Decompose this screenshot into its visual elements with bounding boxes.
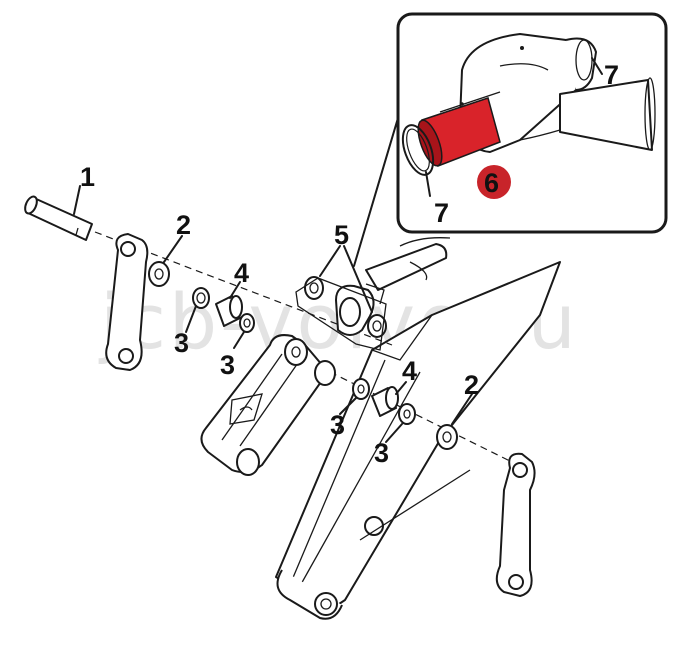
seal-part-3-left-b [239,313,255,333]
label-part-4-upper: 4 [234,258,249,288]
ram-rod-eye [335,237,451,336]
link-right [495,452,536,597]
label-part-3-right-b: 3 [374,438,389,468]
bush-part-4-upper [215,295,243,327]
seal-part-3-right-b [398,403,416,425]
label-part-7-top: 7 [604,60,619,90]
washer-part-5-a [304,276,324,300]
label-part-3-left-b: 3 [220,350,235,380]
callout-circle-6 [477,165,511,199]
grease-hole [520,46,524,50]
washer-part-2-left [148,261,170,287]
label-part-3-right-a: 3 [330,410,345,440]
seal-part-3-right-a [352,378,370,400]
inset-detail [396,12,668,234]
label-part-6: 6 [484,168,499,198]
boom-arm [275,261,561,620]
label-part-3-left-a: 3 [174,328,189,358]
label-part-2-right: 2 [464,370,479,400]
bush-part-4-lower [371,386,399,417]
tipping-link [200,334,336,476]
link-left [105,233,149,371]
label-part-5: 5 [334,220,349,250]
label-part-7-bottom: 7 [434,198,449,228]
washer-part-5-b [367,314,387,338]
seal-part-3-left-a [192,287,210,309]
label-part-4-lower: 4 [402,356,417,386]
label-part-1: 1 [80,162,95,192]
leader-lines [73,117,473,443]
washer-part-2-right [436,424,458,450]
label-part-2-left: 2 [176,210,191,240]
pin-part-1 [24,195,93,241]
part-5-group-outline [295,277,387,351]
